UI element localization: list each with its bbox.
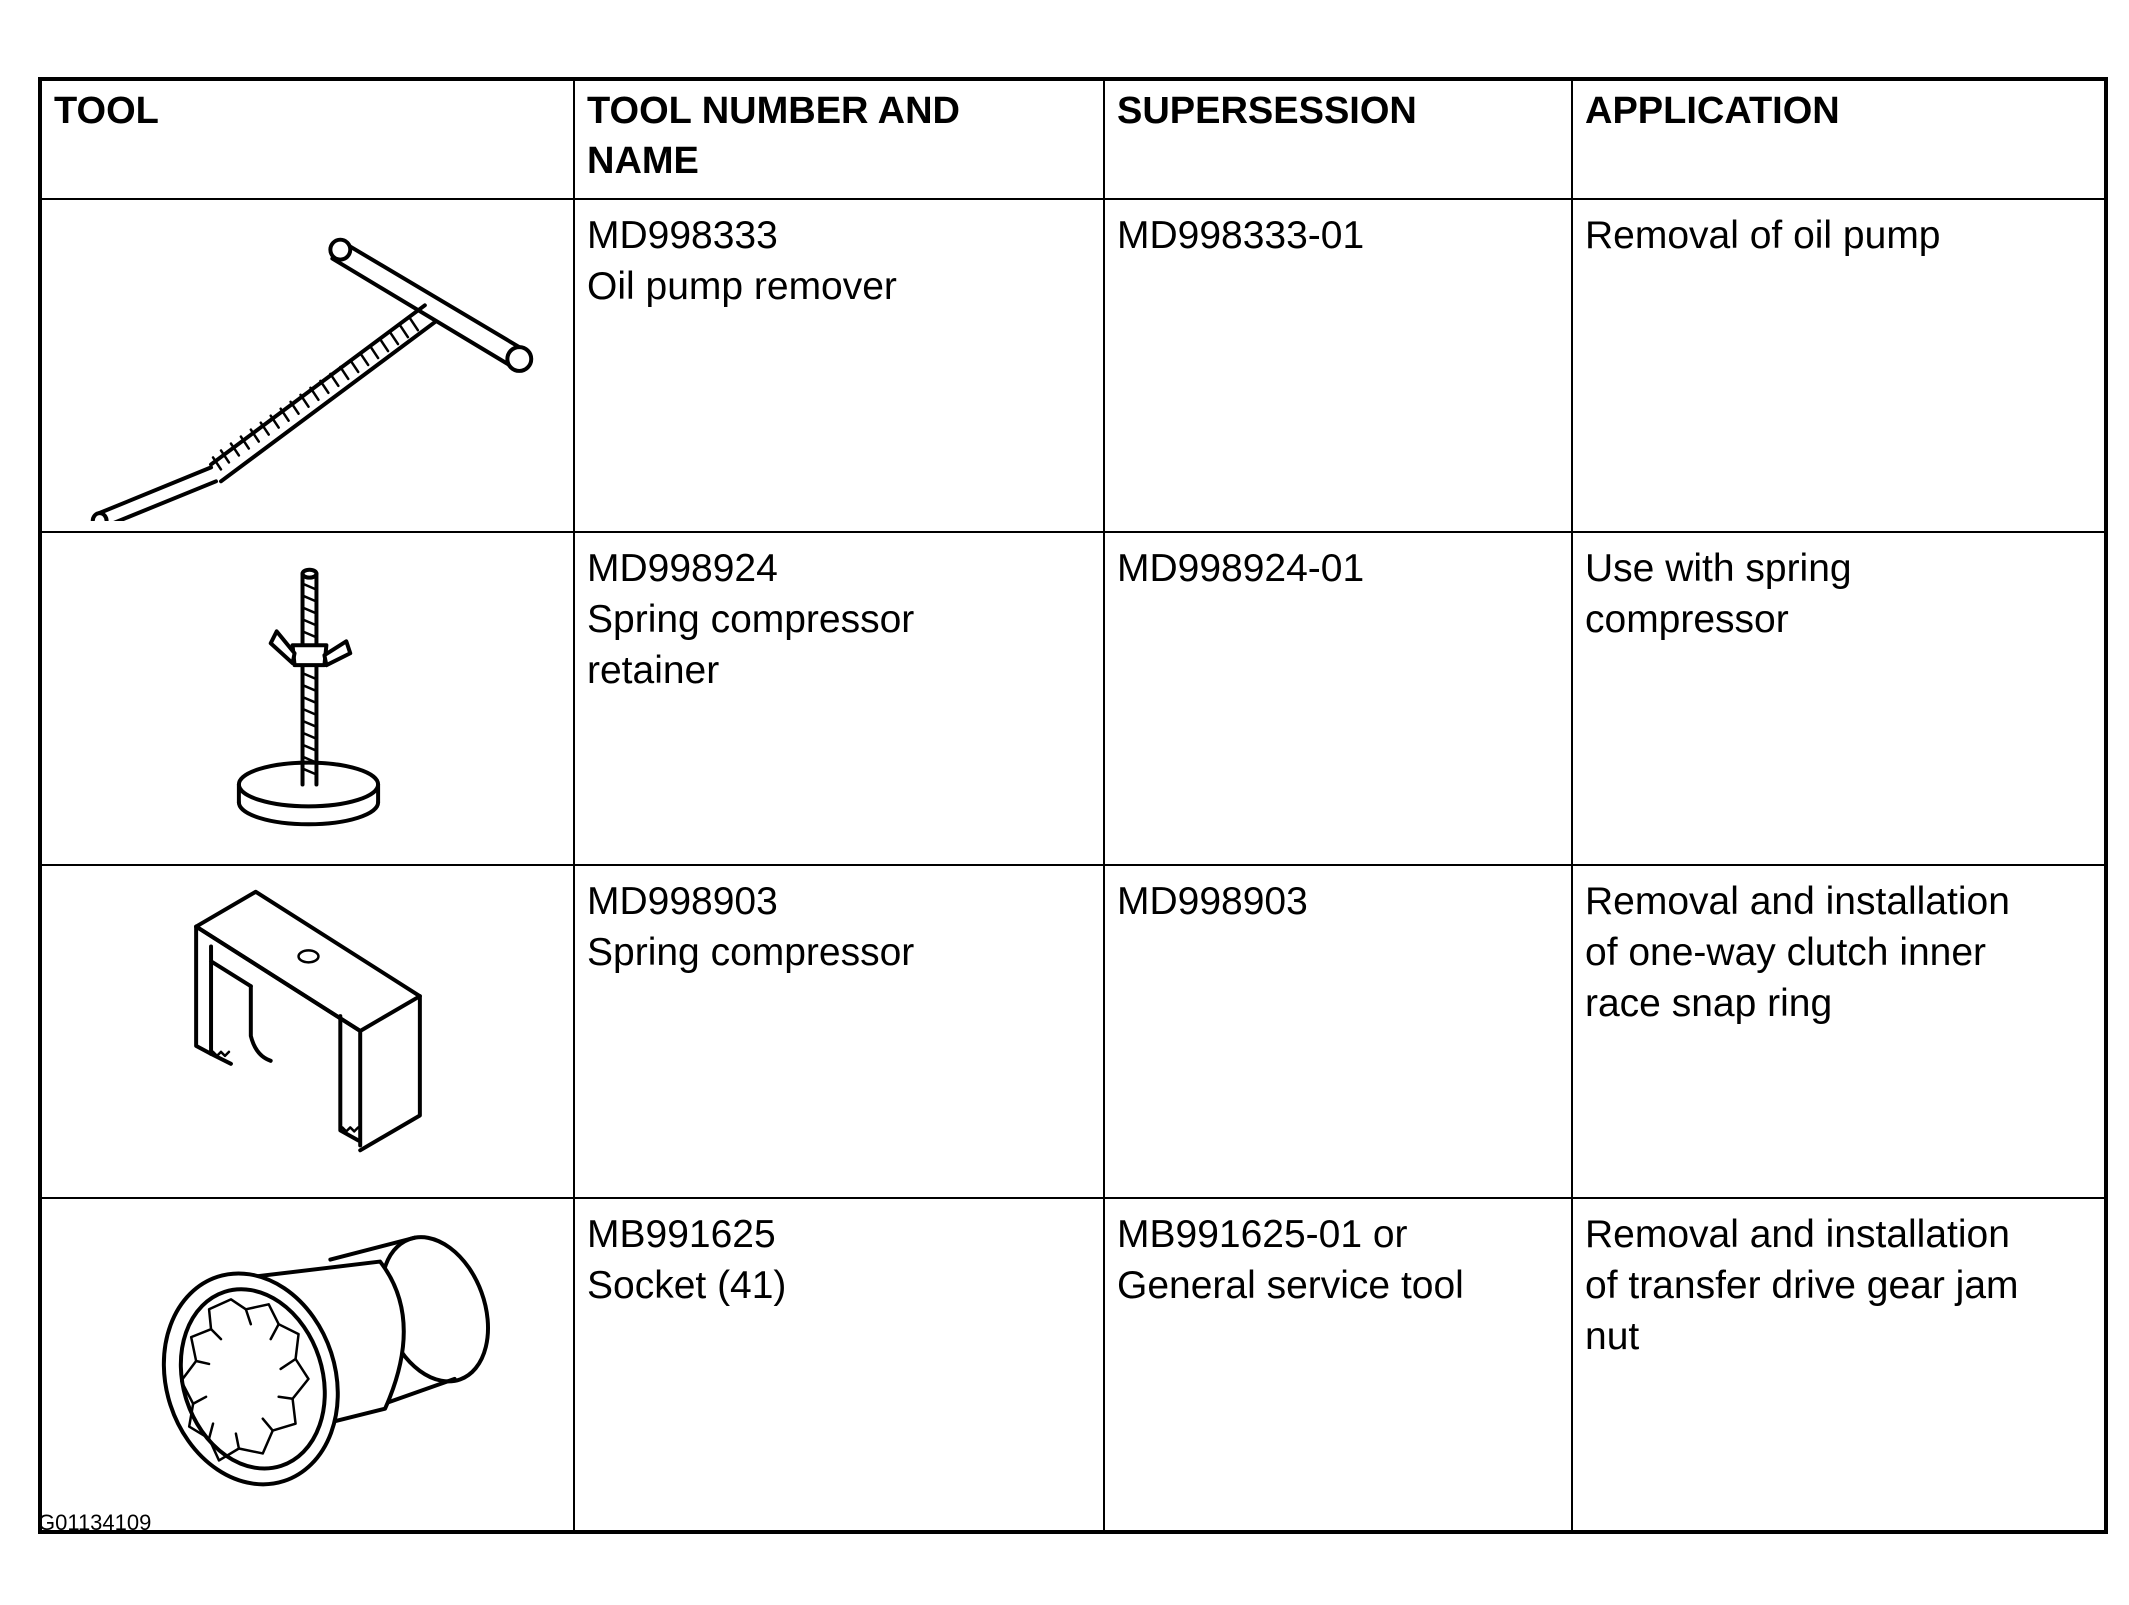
tool-number: MD998924 bbox=[587, 547, 778, 590]
supersession-cell: MD998903 bbox=[1103, 864, 1573, 1199]
header-application: APPLICATION bbox=[1571, 78, 2107, 200]
supersession-line: MD998924-01 bbox=[1117, 547, 1365, 590]
figure-code: G01134109 bbox=[38, 1510, 152, 1535]
socket-icon bbox=[161, 1235, 490, 1487]
application-line: Removal of oil pump bbox=[1585, 214, 1941, 257]
application-cell: Removal and installation of transfer dri… bbox=[1571, 1197, 2107, 1533]
supersession-line: MD998903 bbox=[1117, 880, 1308, 923]
header-tool: TOOL bbox=[39, 78, 575, 200]
supersession-line: MD998333-01 bbox=[1117, 214, 1365, 257]
bracket-compressor-icon bbox=[194, 889, 422, 1153]
table-row: MD998924 Spring compressor retainer MD99… bbox=[39, 531, 2107, 866]
tool-number: MB991625 bbox=[587, 1213, 776, 1256]
application-line: compressor bbox=[1585, 598, 1789, 641]
supersession-cell: MD998333-01 bbox=[1103, 198, 1573, 533]
tool-number-and-name-cell: MD998333 Oil pump remover bbox=[573, 198, 1105, 533]
application-line: race snap ring bbox=[1585, 982, 1833, 1025]
supersession-line: General service tool bbox=[1117, 1264, 1464, 1307]
application-cell: Removal of oil pump bbox=[1571, 198, 2107, 533]
application-line: Removal and installation bbox=[1585, 880, 2010, 923]
table-row: MD998903 Spring compressor MD998903 Remo… bbox=[39, 864, 2107, 1199]
tool-name: Oil pump remover bbox=[587, 265, 897, 308]
header-tool-number-and-name: TOOL NUMBER AND NAME bbox=[573, 78, 1105, 200]
application-line: Use with spring bbox=[1585, 547, 1852, 590]
tool-name-line: Spring compressor bbox=[587, 598, 915, 641]
tool-number-and-name-cell: MD998903 Spring compressor bbox=[573, 864, 1105, 1199]
application-cell: Removal and installation of one-way clut… bbox=[1571, 864, 2107, 1199]
wing-nut-retainer-icon bbox=[236, 567, 381, 827]
tool-image-cell bbox=[39, 531, 575, 866]
table-row: MB991625 Socket (41) MB991625-01 or Gene… bbox=[39, 1197, 2107, 1533]
tool-image-cell bbox=[39, 864, 575, 1199]
tool-image-cell bbox=[39, 1197, 575, 1533]
tool-number: MD998333 bbox=[587, 214, 778, 257]
tool-name: Spring compressor bbox=[587, 931, 915, 974]
supersession-line: MB991625-01 or bbox=[1117, 1213, 1408, 1256]
tool-number-and-name-cell: MD998924 Spring compressor retainer bbox=[573, 531, 1105, 866]
application-line: of one-way clutch inner bbox=[1585, 931, 1987, 974]
table-row: MD998333 Oil pump remover MD998333-01 Re… bbox=[39, 198, 2107, 533]
tool-number-and-name-cell: MB991625 Socket (41) bbox=[573, 1197, 1105, 1533]
application-line: of transfer drive gear jam bbox=[1585, 1264, 2019, 1307]
application-line: Removal and installation bbox=[1585, 1213, 2010, 1256]
supersession-cell: MD998924-01 bbox=[1103, 531, 1573, 866]
header-tool-number-and-name-text: TOOL NUMBER AND NAME bbox=[587, 90, 960, 182]
special-tools-table: TOOL TOOL NUMBER AND NAME SUPERSESSION A… bbox=[38, 77, 2108, 1534]
tool-image-cell bbox=[39, 198, 575, 533]
application-line: nut bbox=[1585, 1315, 1640, 1358]
header-row: TOOL TOOL NUMBER AND NAME SUPERSESSION A… bbox=[39, 78, 2107, 200]
tool-name: Socket (41) bbox=[587, 1264, 787, 1307]
tool-number: MD998903 bbox=[587, 880, 778, 923]
supersession-cell: MB991625-01 or General service tool bbox=[1103, 1197, 1573, 1533]
header-supersession: SUPERSESSION bbox=[1103, 78, 1573, 200]
t-handle-puller-icon bbox=[90, 237, 534, 521]
application-cell: Use with spring compressor bbox=[1571, 531, 2107, 866]
tool-name-line: retainer bbox=[587, 649, 720, 692]
